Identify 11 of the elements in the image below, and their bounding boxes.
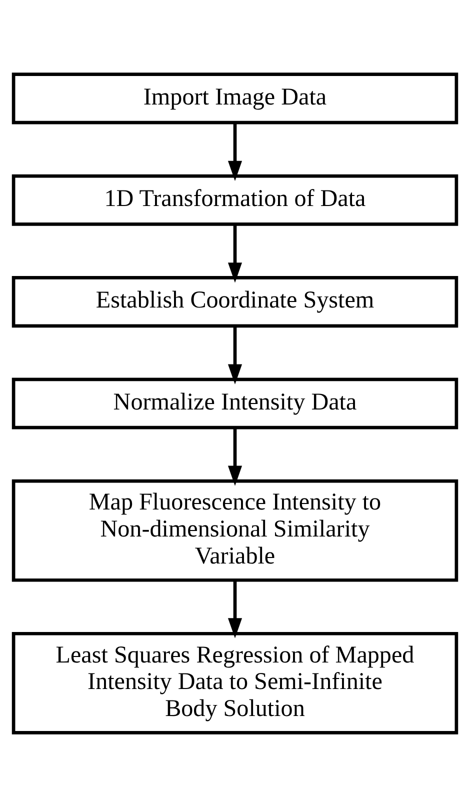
node-box: 1D Transformation of Data [12,174,458,226]
node-box: Map Fluorescence Intensity to Non-dimensional Similarity Variable [12,479,458,582]
arrow [228,428,242,486]
arrow [228,122,242,181]
node-box: Import Image Data [12,72,458,124]
arrow [228,224,242,283]
node-box: Least Squares Regression of Mapped Intensity Data to Semi-Infinite Body Solution [12,632,458,734]
node-box: Normalize Intensity Data [12,378,458,430]
arrow [228,580,242,638]
arrow [228,326,242,384]
node-box: Establish Coordinate System [12,276,458,328]
